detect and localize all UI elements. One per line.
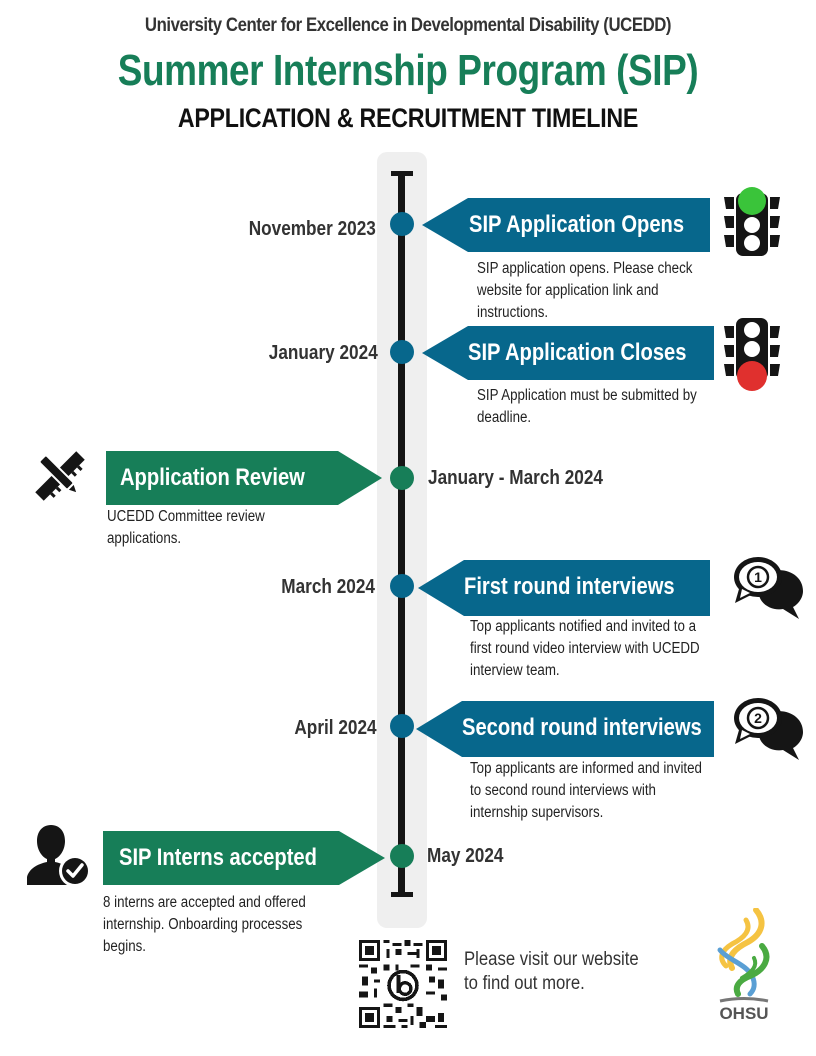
org-name: University Center for Excellence in Deve… (144, 14, 672, 36)
page-subtitle: APPLICATION & RECRUITMENT TIMELINE (177, 103, 639, 133)
timeline-dot (390, 340, 414, 364)
timeline-cap-top (391, 171, 413, 176)
timeline-dot (390, 574, 414, 598)
timeline-dot (390, 466, 414, 490)
event-description: 8 interns are accepted and offered inter… (103, 894, 306, 955)
timeline-cap-bottom (391, 892, 413, 897)
event-date: May 2024 (427, 845, 504, 867)
event-banner: SIP Application Opens (422, 198, 710, 252)
timeline-dot (390, 844, 414, 868)
pencil-ruler-icon (33, 449, 87, 503)
event-title: SIP Interns accepted (119, 844, 317, 871)
event-date: January 2024 (268, 342, 378, 364)
chat-icon-number: 2 (754, 710, 762, 726)
event-banner: Second round interviews (416, 701, 714, 757)
event-title: Second round interviews (462, 714, 702, 741)
event-description: Top applicants are informed and invited … (470, 760, 702, 821)
event-title: First round interviews (464, 573, 675, 600)
timeline-dot (390, 212, 414, 236)
event-description: UCEDD Committee review applications. (107, 508, 265, 547)
ohsu-logo (712, 907, 776, 1026)
event-date: March 2024 (281, 576, 375, 598)
chat-icon-number: 1 (754, 569, 762, 585)
chat-bubbles-1-icon: 1 (731, 553, 805, 621)
timeline-line (398, 173, 405, 895)
event-description: SIP application opens. Please check webs… (477, 260, 693, 321)
visit-website-text: Please visit our website to find out mor… (464, 949, 639, 994)
traffic-light-red-icon (724, 318, 780, 392)
chat-bubbles-2-icon: 2 (731, 694, 805, 762)
program-title: Summer Internship Program (SIP) (117, 46, 699, 95)
user-check-icon (27, 825, 93, 887)
event-description: SIP Application must be submitted by dea… (477, 387, 697, 426)
event-banner: SIP Interns accepted (103, 831, 385, 885)
timeline-dot (390, 714, 414, 738)
event-banner: First round interviews (418, 560, 710, 616)
ohsu-logo-text: OHSU (719, 1004, 769, 1023)
event-title: SIP Application Closes (468, 339, 687, 366)
event-title: Application Review (120, 464, 305, 491)
event-date: April 2024 (294, 717, 377, 739)
traffic-light-green-icon (724, 187, 780, 257)
event-banner: Application Review (106, 451, 382, 505)
event-title: SIP Application Opens (469, 211, 685, 238)
event-description: Top applicants notified and invited to a… (470, 618, 700, 679)
event-date: January - March 2024 (428, 467, 603, 489)
event-banner: SIP Application Closes (422, 326, 714, 380)
qr-code-icon[interactable] (359, 940, 447, 1028)
event-date: November 2023 (248, 218, 376, 240)
